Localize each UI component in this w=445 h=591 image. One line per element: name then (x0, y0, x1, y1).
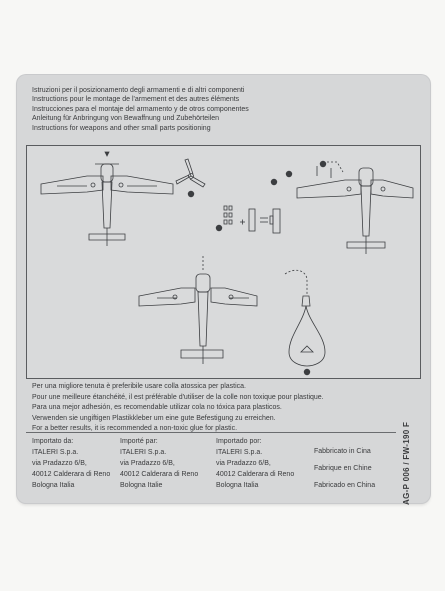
display-stand (284, 269, 326, 367)
made-in: Fabbricato in Cina Fabrique en Chine Fab… (314, 443, 375, 494)
glue-advice-it: Per una migliore tenuta è preferibile us… (32, 383, 247, 390)
importer-es-line3: 40012 Calderara di Reno (216, 471, 295, 478)
step-number-3: 3 (319, 160, 327, 168)
instruction-it: Istruzioni per il posizionamento degli a… (32, 87, 245, 94)
importer-es-line2: via Pradazzo 6/B, (216, 460, 271, 467)
assembly-diagram: 1 2 3 4 5 6 (26, 145, 421, 379)
importer-fr-line1: ITALERI S.p.a. (120, 449, 167, 456)
instruction-fr: Instructions pour le montage de l'armeme… (32, 96, 240, 104)
made-in-it: Fabbricato in Cina (314, 448, 371, 455)
instruction-card: Istruzioni per il posizionamento degli a… (17, 75, 430, 505)
step-number-1: 1 (187, 190, 195, 198)
glue-advice-de: Verwenden sie ungiftigen Plastikkleber u… (32, 414, 276, 422)
step-number-6: 6 (303, 368, 311, 376)
step-number-4-label: 4 (273, 180, 276, 186)
importer-es-line4: Bologna Italia (216, 482, 259, 489)
importer-it-line4: Bologna Italia (32, 482, 75, 489)
step-number-3-label: 3 (322, 162, 325, 168)
importer-it-line2: via Pradazzo 6/B, (32, 460, 87, 467)
step-number-4: 4 (270, 178, 278, 186)
made-in-es: Fabricado en China (314, 482, 376, 489)
made-in-fr: Fabrique en Chine (314, 465, 372, 472)
step-number-5-label: 5 (288, 172, 291, 178)
importer-it-heading: Importato da: (32, 438, 74, 445)
step-number-1-label: 1 (190, 192, 193, 198)
importer-fr-line3: 40012 Calderara di Reno (120, 471, 199, 478)
importer-fr-line2: via Pradazzo 6/B, (120, 460, 175, 467)
gun-parts (223, 205, 281, 234)
importer-it-line1: ITALERI S.p.a. (32, 449, 79, 456)
importer-es: Importado por: ITALERI S.p.a. via Pradaz… (216, 436, 294, 491)
plane-top-view-right (296, 161, 414, 254)
importer-es-heading: Importado por: (216, 438, 262, 445)
instruction-header: Istruzioni per il posizionamento degli a… (32, 86, 422, 133)
step-number-6-label: 6 (306, 370, 309, 376)
propeller-part (175, 158, 206, 188)
plane-top-view-center (138, 256, 258, 364)
step-number-2-label: 2 (218, 226, 221, 232)
importer-fr: Importé par: ITALERI S.p.a. via Pradazzo… (120, 436, 198, 491)
importer-it-line3: 40012 Calderara di Reno (32, 471, 111, 478)
instruction-es: Instrucciones para el montaje del armame… (32, 105, 249, 113)
plane-top-view-left (40, 151, 174, 246)
divider (26, 432, 396, 433)
step-number-5: 5 (285, 170, 293, 178)
glue-advice-es: Para una mejor adhesión, es recomendable… (32, 404, 282, 411)
importer-es-line1: ITALERI S.p.a. (216, 449, 263, 456)
importer-fr-heading: Importé par: (120, 438, 158, 445)
glue-advice-fr: Pour une meilleure étanchéité, il est pr… (32, 393, 324, 401)
product-code: AG-P 006 / FW-190 F (402, 421, 411, 505)
glue-advice: Per una migliore tenuta è preferibile us… (32, 382, 412, 435)
glue-advice-en: For a better results, it is recommended … (32, 425, 238, 432)
step-number-2: 2 (215, 224, 223, 232)
instruction-de: Anleitung für Anbringung von Bewaffnung … (32, 115, 220, 123)
importer-fr-line4: Bologna Italie (120, 482, 163, 489)
importer-it: Importato da: ITALERI S.p.a. via Pradazz… (32, 436, 110, 491)
instruction-en: Instructions for weapons and other small… (32, 124, 211, 132)
assembly-drawing: 1 2 3 4 5 6 (40, 151, 414, 376)
